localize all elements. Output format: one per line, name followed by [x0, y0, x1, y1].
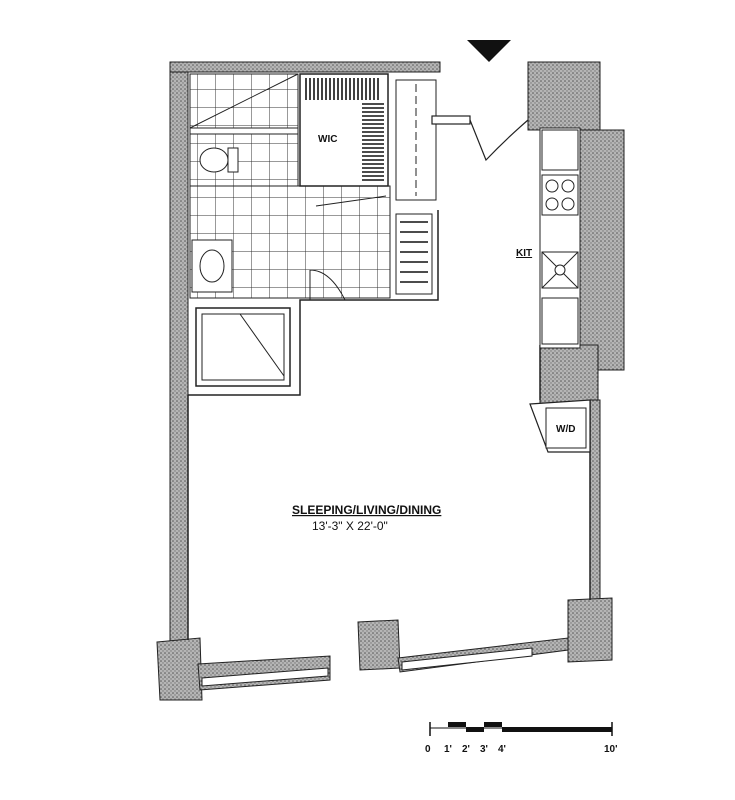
wic-door [315, 195, 387, 207]
scale-label-2: 2' [462, 744, 470, 755]
scale-label-3: 3' [480, 744, 488, 755]
wic-shelf-side [362, 103, 384, 181]
shower-diagonal [189, 73, 299, 129]
entry-door-swing [469, 119, 529, 162]
bottom-right-corner [567, 597, 613, 663]
windows [201, 647, 533, 687]
main-room-outline [187, 210, 591, 640]
washer-dryer: W/D [529, 399, 591, 453]
fridge [541, 297, 579, 345]
bathroom [189, 73, 391, 301]
shower-curb [189, 127, 299, 135]
scale-bar: 0 1' 2' 3' 4' 10' [425, 722, 618, 755]
entry-closets [395, 79, 437, 295]
bathtub [195, 307, 291, 387]
toilet-tank [227, 147, 239, 173]
kitchen-upper-cabinet [541, 129, 579, 171]
scale-label-0: 0 [425, 744, 431, 755]
walk-in-closet: WIC [299, 73, 389, 207]
window-left [201, 667, 329, 687]
bottom-middle-pier [357, 619, 401, 671]
main-room-name: SLEEPING/LIVING/DINING [292, 503, 441, 517]
kitchen-label: KIT [516, 248, 532, 259]
bottom-left-corner [156, 637, 203, 701]
kitchen: KIT [516, 127, 581, 349]
cooktop-icon [541, 174, 579, 216]
toilet [199, 147, 229, 173]
sink [199, 249, 225, 283]
window-right [401, 647, 533, 671]
closet-lower-hatch [400, 221, 428, 283]
main-room-dimensions: 13'-3" X 22'-0" [312, 519, 388, 533]
scale-label-1: 1' [444, 744, 452, 755]
tub-diagonal [239, 313, 285, 377]
wd-box [545, 407, 587, 449]
wic-label: WIC [318, 134, 337, 145]
entry-door [431, 115, 529, 162]
entry-jamb [431, 115, 471, 125]
closet-lower [395, 213, 433, 295]
wd-label: W/D [556, 424, 575, 435]
right-wall-lower [589, 399, 601, 606]
right-wall-middle [539, 344, 599, 404]
scale-label-10: 10' [604, 744, 618, 755]
tub-outer [195, 307, 291, 387]
kitchen-wall [579, 129, 625, 371]
tub-inner [201, 313, 285, 381]
sink-icon [541, 251, 579, 289]
scale-label-4: 4' [498, 744, 506, 755]
bath-door [309, 269, 346, 301]
top-wall-left [169, 61, 441, 73]
left-wall [169, 61, 189, 643]
right-wall-upper [527, 61, 601, 131]
entry-arrow-icon [467, 40, 511, 62]
wic-shelf-top [305, 78, 379, 100]
